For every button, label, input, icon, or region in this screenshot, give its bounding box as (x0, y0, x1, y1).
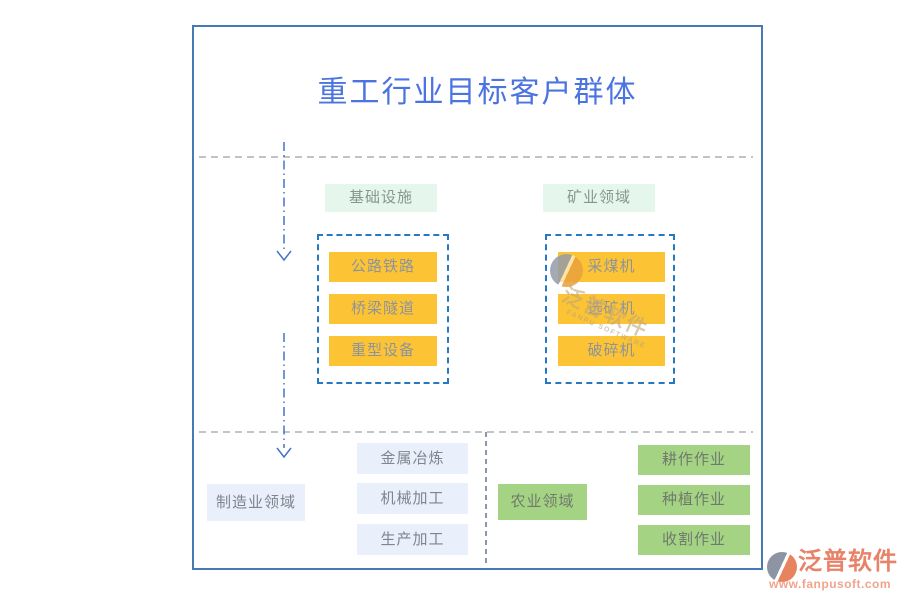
arrow-down-icon (276, 250, 292, 262)
node-heavy-equipment: 重型设备 (329, 336, 437, 366)
infrastructure-items-box (317, 234, 449, 384)
footer-brand: 泛普软件 www.fanpusoft.com (764, 546, 900, 594)
node-crusher: 破碎机 (558, 336, 665, 366)
node-metal-smelting: 金属冶炼 (357, 443, 468, 474)
node-coal-miner: 采煤机 (558, 252, 665, 282)
arrow-down-icon (276, 447, 292, 459)
group-label-agriculture: 农业领域 (498, 484, 587, 520)
fanpu-logo-icon (767, 552, 797, 582)
node-harvesting: 收割作业 (638, 525, 750, 555)
group-label-manufacturing: 制造业领域 (207, 484, 305, 521)
mining-items-box (545, 234, 675, 384)
page-title: 重工行业目标客户群体 (317, 76, 638, 109)
footer-url: www.fanpusoft.com (769, 577, 892, 591)
node-roads-railways: 公路铁路 (329, 252, 437, 282)
node-production: 生产加工 (357, 524, 468, 555)
footer-brand-name: 泛普软件 (798, 548, 898, 575)
group-label-infrastructure: 基础设施 (325, 184, 437, 212)
group-label-mining: 矿业领域 (543, 184, 655, 212)
connector-lines (199, 142, 753, 566)
diagram-frame: 重工行业目标客户群体 基础设施 矿业领域 公路铁路 桥梁隧道 重型设备 采煤机 … (192, 25, 763, 570)
node-machining: 机械加工 (357, 483, 468, 514)
node-ore-separator: 选矿机 (558, 294, 665, 324)
node-planting: 种植作业 (638, 485, 750, 515)
node-bridges-tunnels: 桥梁隧道 (329, 294, 437, 324)
node-tilling: 耕作作业 (638, 445, 750, 475)
